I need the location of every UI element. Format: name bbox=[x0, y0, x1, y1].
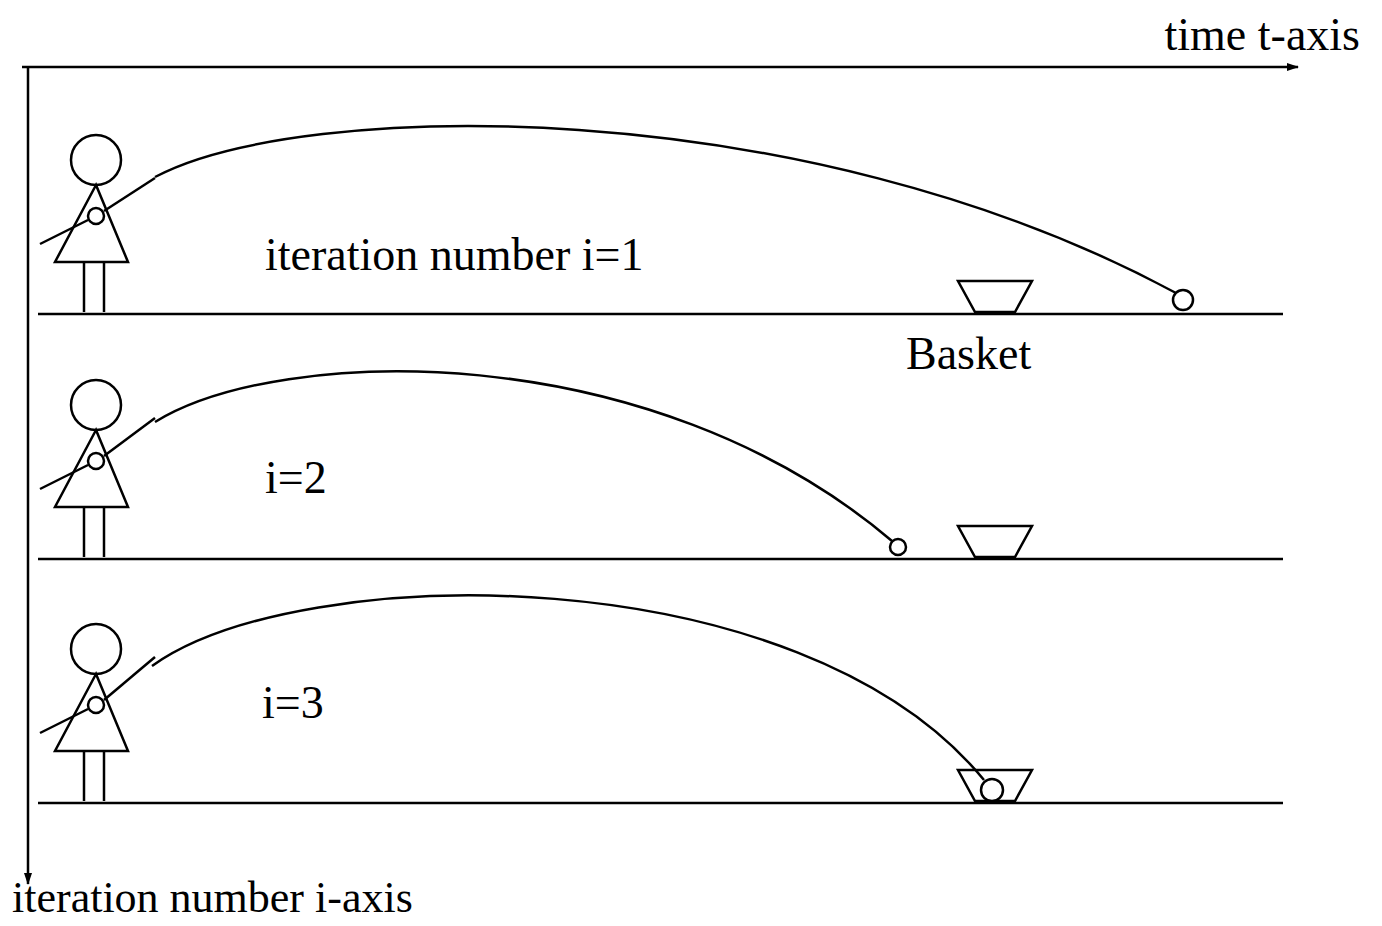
ball-trajectory bbox=[155, 371, 892, 541]
figure-arm bbox=[40, 465, 88, 489]
ground-line bbox=[38, 313, 1283, 316]
figure-arm bbox=[40, 220, 88, 244]
axis-label: iteration number i-axis bbox=[12, 876, 413, 920]
figure-arm bbox=[104, 418, 155, 456]
figure-arm bbox=[40, 709, 88, 733]
row-label: i=3 bbox=[262, 680, 324, 726]
figure-leg bbox=[103, 262, 106, 312]
ball-trajectory bbox=[155, 126, 1176, 293]
figure-leg bbox=[83, 507, 86, 557]
throw-row bbox=[38, 371, 1283, 559]
ball bbox=[981, 779, 1003, 801]
axis-label: time t-axis bbox=[1165, 12, 1360, 58]
figure-body bbox=[55, 430, 128, 507]
ball bbox=[1173, 290, 1193, 310]
figure-body bbox=[55, 185, 128, 262]
ground-line bbox=[38, 558, 1283, 561]
ball-in-hand bbox=[88, 208, 104, 224]
figure-head bbox=[71, 380, 121, 430]
figure-head bbox=[71, 135, 121, 185]
ball-trajectory bbox=[152, 595, 984, 780]
figure-leg bbox=[83, 262, 86, 312]
figure-head bbox=[71, 624, 121, 674]
basket bbox=[958, 281, 1032, 312]
basket bbox=[958, 526, 1032, 557]
basket-label: Basket bbox=[906, 331, 1031, 377]
basket bbox=[958, 770, 1032, 801]
figure-arm bbox=[104, 657, 155, 700]
figure-leg bbox=[83, 751, 86, 801]
ball-in-hand bbox=[88, 697, 104, 713]
ball-in-hand bbox=[88, 453, 104, 469]
throw-row bbox=[38, 595, 1283, 803]
iteration-axis bbox=[27, 67, 30, 884]
row-label: i=2 bbox=[265, 455, 327, 501]
throw-row bbox=[38, 126, 1283, 314]
figure-arm bbox=[104, 178, 155, 211]
ground-line bbox=[38, 802, 1283, 805]
ball bbox=[890, 539, 906, 555]
figure-leg bbox=[103, 751, 106, 801]
figure-leg bbox=[103, 507, 106, 557]
time-axis bbox=[22, 66, 1298, 69]
row-label: iteration number i=1 bbox=[265, 232, 644, 278]
figure-body bbox=[55, 674, 128, 751]
